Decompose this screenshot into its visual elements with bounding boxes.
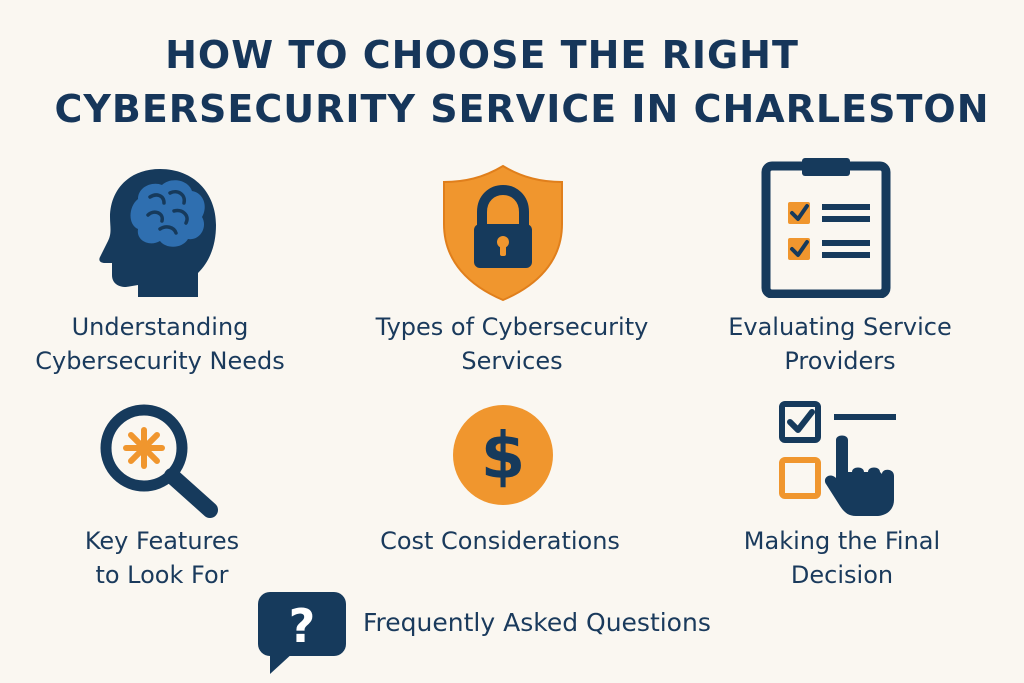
item-label-final-decision: Making the Final Decision (682, 524, 1002, 592)
item-label-line-1: Cost Considerations (380, 527, 620, 555)
item-label-evaluating: Evaluating Service Providers (680, 310, 1000, 378)
title-line-1: HOW TO CHOOSE THE RIGHT (165, 33, 799, 77)
item-label-line-2: Services (461, 347, 563, 375)
magnifier-icon (100, 404, 218, 518)
item-label-line-1: Making the Final (743, 527, 941, 555)
clipboard-checklist-icon (761, 158, 891, 298)
item-label-line-1: Evaluating Service (728, 313, 952, 341)
dollar-coin-icon: $ (453, 405, 553, 505)
item-label-key-features: Key Features to Look For (2, 524, 322, 592)
item-label-line-2: Providers (784, 347, 896, 375)
item-label-line-2: to Look For (95, 561, 229, 589)
page-title: HOW TO CHOOSE THE RIGHT CYBERSECURITY SE… (0, 28, 1024, 136)
svg-text:?: ? (289, 599, 316, 653)
item-label-types: Types of Cybersecurity Services (352, 310, 672, 378)
item-label-understanding: Understanding Cybersecurity Needs (0, 310, 320, 378)
item-label-line-1: Key Features (84, 527, 240, 555)
svg-text:$: $ (481, 420, 526, 494)
item-label-line-2: Decision (790, 561, 894, 589)
item-label-line-2: Cybersecurity Needs (35, 347, 285, 375)
question-bubble-icon: ? (258, 592, 346, 674)
item-label-line-1: Types of Cybersecurity (375, 313, 649, 341)
head-brain-icon (99, 169, 216, 297)
faq-label: Frequently Asked Questions (363, 608, 711, 637)
item-label-line-1: Understanding (71, 313, 249, 341)
item-label-cost: Cost Considerations (340, 524, 660, 558)
shield-lock-icon (443, 164, 563, 302)
title-line-2: CYBERSECURITY SERVICE IN CHARLESTON (54, 87, 990, 131)
checkbox-hand-icon (779, 401, 896, 516)
